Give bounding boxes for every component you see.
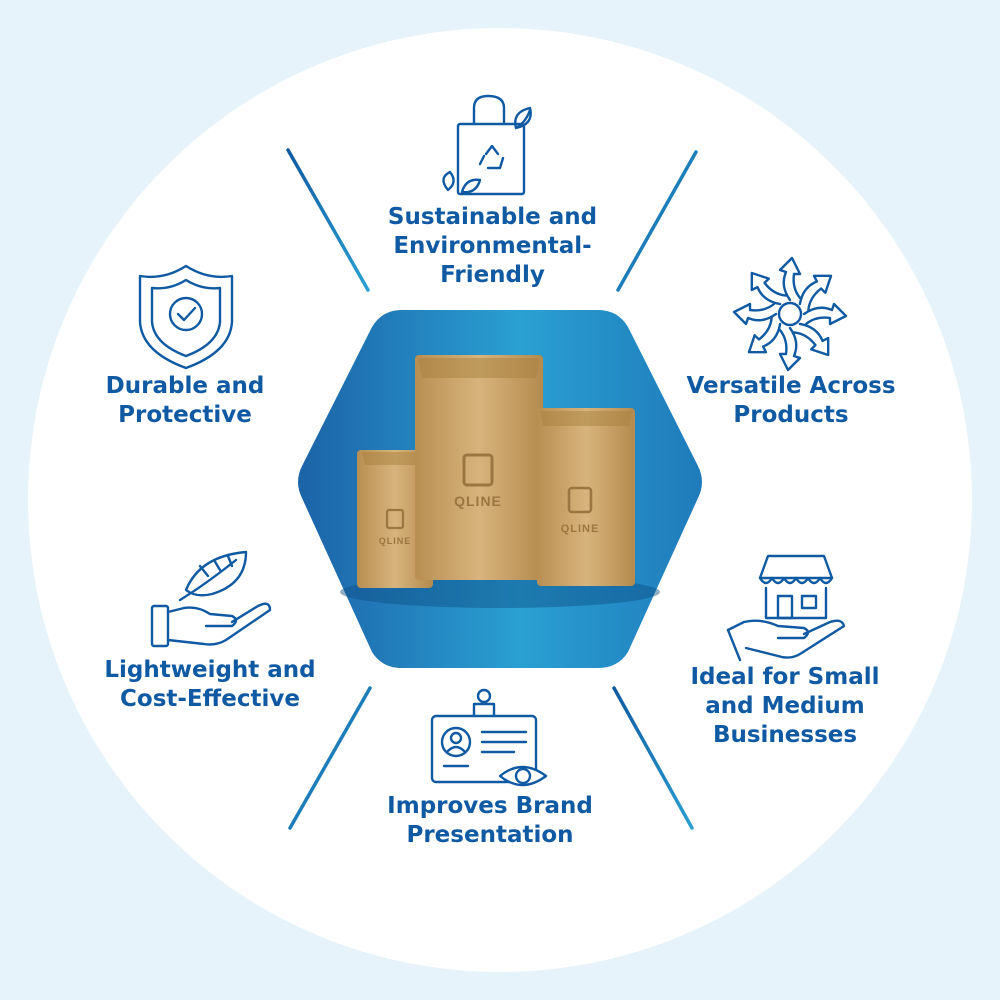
shop-in-hand-icon [726,554,846,662]
benefit-sustainable-line-1: Sustainable and [387,204,598,230]
bag-small [357,450,433,588]
bag-large [415,355,543,580]
benefit-durable: Durable and Protective [85,372,285,430]
product-bags [357,355,635,588]
benefit-brand-presentation: Improves Brand Presentation [370,792,610,850]
brand-text-small: QLINE [379,536,412,546]
benefit-sustainable-line-3: Friendly [440,262,545,288]
bag-medium [537,408,635,586]
benefit-durable-line-1: Durable and [105,373,265,399]
divider-top-left [286,148,370,292]
benefit-sustainable-line-2: Environmental- [393,233,592,259]
id-badge-eye-icon [430,688,548,787]
benefit-versatile-line-1: Versatile Across [686,373,896,399]
divider-lines [90,148,888,830]
benefit-ideal-line-1: Ideal for Small [690,664,880,690]
benefit-lightweight-line-1: Lightweight and [104,657,316,683]
divider-bottom-right [612,686,694,830]
divider-top-right [616,150,698,292]
benefit-brand-line-1: Improves Brand [387,793,593,819]
benefit-durable-line-2: Protective [118,402,252,428]
benefit-lightweight-line-2: Cost-Effective [120,686,300,712]
benefit-brand-line-2: Presentation [406,822,574,848]
brand-text-medium: QLINE [561,523,600,535]
benefit-versatile: Versatile Across Products [666,372,916,430]
divider-bottom-left [288,686,372,830]
feather-hand-icon [150,550,272,648]
benefit-ideal-small-medium: Ideal for Small and Medium Businesses [670,663,900,750]
arrows-burst-icon [732,256,848,372]
brand-text-large: QLINE [454,493,502,509]
benefit-lightweight: Lightweight and Cost-Effective [90,656,330,714]
benefit-ideal-line-3: Businesses [712,722,858,748]
benefit-ideal-line-2: and Medium [705,693,865,719]
benefit-versatile-line-2: Products [733,402,849,428]
benefit-sustainable: Sustainable and Environmental- Friendly [360,203,625,290]
shield-check-icon [138,264,234,370]
recycle-bag-icon [442,94,532,196]
